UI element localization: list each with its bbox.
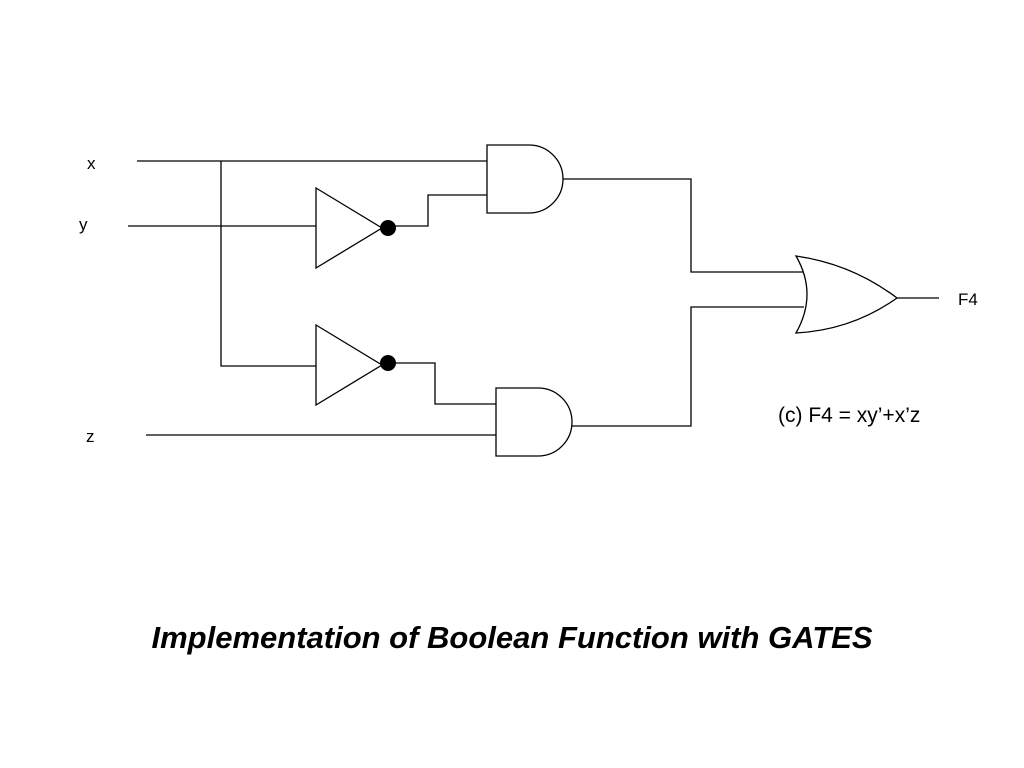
and-gate-2 (495, 387, 573, 457)
output-f4-label: F4 (958, 290, 978, 309)
wire-not1-out (394, 194, 487, 227)
boolean-expression: (c) F4 = xy’+x’z (778, 404, 920, 427)
input-x-label: x (87, 154, 96, 173)
not-gate-2-bubble (380, 355, 396, 371)
input-y-label: y (79, 215, 88, 234)
not-gate-2 (315, 323, 384, 407)
wire-and2-out (572, 306, 804, 427)
input-z-label: z (86, 427, 95, 446)
not-gate-1-bubble (380, 220, 396, 236)
or-gate (794, 255, 899, 334)
wire-not2-out (394, 362, 496, 405)
not-gate-1 (315, 186, 384, 270)
wire-x-branch (220, 161, 316, 367)
wire-and1-out (563, 178, 804, 273)
and-gate-1 (486, 144, 564, 214)
slide-title: Implementation of Boolean Function with … (151, 620, 873, 655)
wires (128, 160, 939, 436)
